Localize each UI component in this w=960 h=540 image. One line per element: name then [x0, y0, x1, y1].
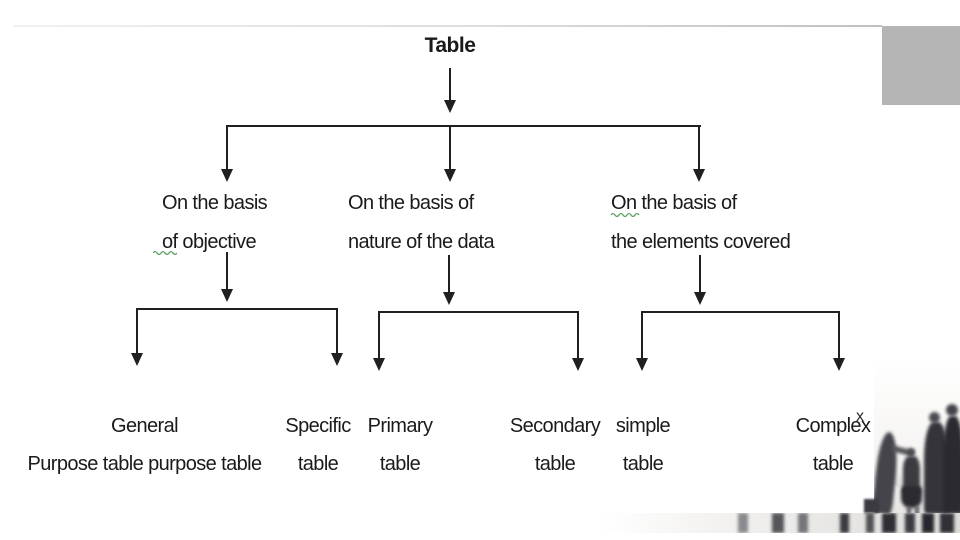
- branch-label-line: On the basis of: [611, 192, 737, 214]
- branch2-bar: [379, 311, 579, 313]
- leaf-label-line: table: [622, 453, 664, 475]
- branch3-left-drop-line: [641, 311, 643, 359]
- photo-reflection-bar: [798, 513, 808, 533]
- branch2-stem-line: [448, 255, 450, 293]
- leaf-label-complex: Complex table: [783, 407, 883, 483]
- photo-reflection-bar: [738, 513, 748, 533]
- tier1-drop-left-line: [226, 125, 228, 170]
- photo-reflection-bar: [866, 513, 874, 533]
- spellcheck-squiggle-of: [153, 250, 177, 255]
- branch-label-line: of objective: [162, 231, 257, 253]
- photo-figure-legs: [940, 513, 954, 533]
- leaf-label-specific: Specific table: [268, 407, 368, 483]
- tier1-drop-left-head: [221, 169, 233, 182]
- leaf-label-line: table: [297, 453, 339, 475]
- leaf-label-line: table: [379, 453, 421, 475]
- branch-label-objective: On the basis of objective: [162, 184, 268, 262]
- leaf-label-line: General: [111, 415, 179, 437]
- branch3-right-drop-line: [838, 311, 840, 359]
- photo-figure: [943, 416, 960, 514]
- branch2-left-drop-line: [378, 311, 380, 359]
- leaf-label-line: Primary: [367, 415, 433, 437]
- branch-label-line: On the basis: [162, 192, 268, 214]
- corner-gray-box: [882, 26, 960, 105]
- branch-label-line: nature of the data: [348, 231, 495, 253]
- business-people-photo-strip: [600, 513, 960, 533]
- branch2-right-drop-head: [572, 358, 584, 371]
- branch1-stem-line: [226, 252, 228, 290]
- branch3-right-drop-head: [833, 358, 845, 371]
- branch1-left-drop-line: [136, 308, 138, 354]
- branch2-left-drop-head: [373, 358, 385, 371]
- branch2-right-drop-line: [577, 311, 579, 359]
- root-arrow-head: [444, 100, 456, 113]
- root-arrow-line: [449, 68, 451, 101]
- leaf-label-line: Specific: [285, 415, 351, 437]
- branch-label-line: On the basis of: [348, 192, 474, 214]
- leaf-label-line: table: [534, 453, 576, 475]
- photo-figure-legs: [882, 513, 896, 533]
- leaf-label-primary: Primary table: [350, 407, 450, 483]
- photo-briefcase: [864, 499, 879, 513]
- leaf-label-line: Purpose table purpose table: [27, 453, 263, 475]
- tier1-drop-center-head: [444, 169, 456, 182]
- stray-x-mark: x: [856, 408, 864, 425]
- tier1-drop-right-head: [693, 169, 705, 182]
- branch1-right-drop-line: [336, 308, 338, 354]
- branch1-right-drop-head: [331, 353, 343, 366]
- tier1-bar: [227, 125, 701, 127]
- branch-label-line: the elements covered: [611, 231, 791, 253]
- branch1-bar: [137, 308, 338, 310]
- business-people-photo: [874, 356, 960, 514]
- leaf-label-simple: simple table: [593, 407, 693, 483]
- branch-label-nature-of-data: On the basis of nature of the data: [348, 184, 495, 262]
- photo-figure-skirt: [901, 486, 922, 508]
- leaf-label-line: Complex: [795, 415, 871, 437]
- photo-figure-legs: [922, 513, 934, 533]
- spellcheck-squiggle-on: [611, 212, 640, 217]
- photo-figure-head: [929, 412, 940, 423]
- leaf-label-line: simple: [615, 415, 671, 437]
- photo-figure-legs: [905, 513, 915, 533]
- leaf-label-secondary: Secondary table: [505, 407, 605, 483]
- tier1-drop-center-line: [449, 125, 451, 170]
- photo-figure-head: [946, 404, 958, 416]
- photo-figure-leg: [915, 506, 919, 514]
- branch3-stem-head: [694, 292, 706, 305]
- branch-label-elements-covered: On the basis of the elements covered: [611, 184, 791, 262]
- top-divider-rule: [13, 25, 882, 27]
- leaf-label-line: table: [812, 453, 854, 475]
- branch1-left-drop-head: [131, 353, 143, 366]
- diagram-root-label: Table: [424, 34, 476, 57]
- leaf-label-line: Secondary: [509, 415, 601, 437]
- tier1-drop-right-line: [698, 125, 700, 170]
- branch3-left-drop-head: [636, 358, 648, 371]
- photo-figure-head: [907, 448, 915, 456]
- branch3-bar: [642, 311, 840, 313]
- photo-reflection-bar: [840, 513, 849, 533]
- photo-figure: [903, 456, 920, 494]
- leaf-label-general-purpose: General Purpose table purpose table: [27, 407, 263, 483]
- branch3-stem-line: [699, 255, 701, 293]
- photo-figure-leg: [907, 506, 911, 514]
- branch2-stem-head: [443, 292, 455, 305]
- branch1-stem-head: [221, 289, 233, 302]
- photo-reflection-bar: [772, 513, 784, 533]
